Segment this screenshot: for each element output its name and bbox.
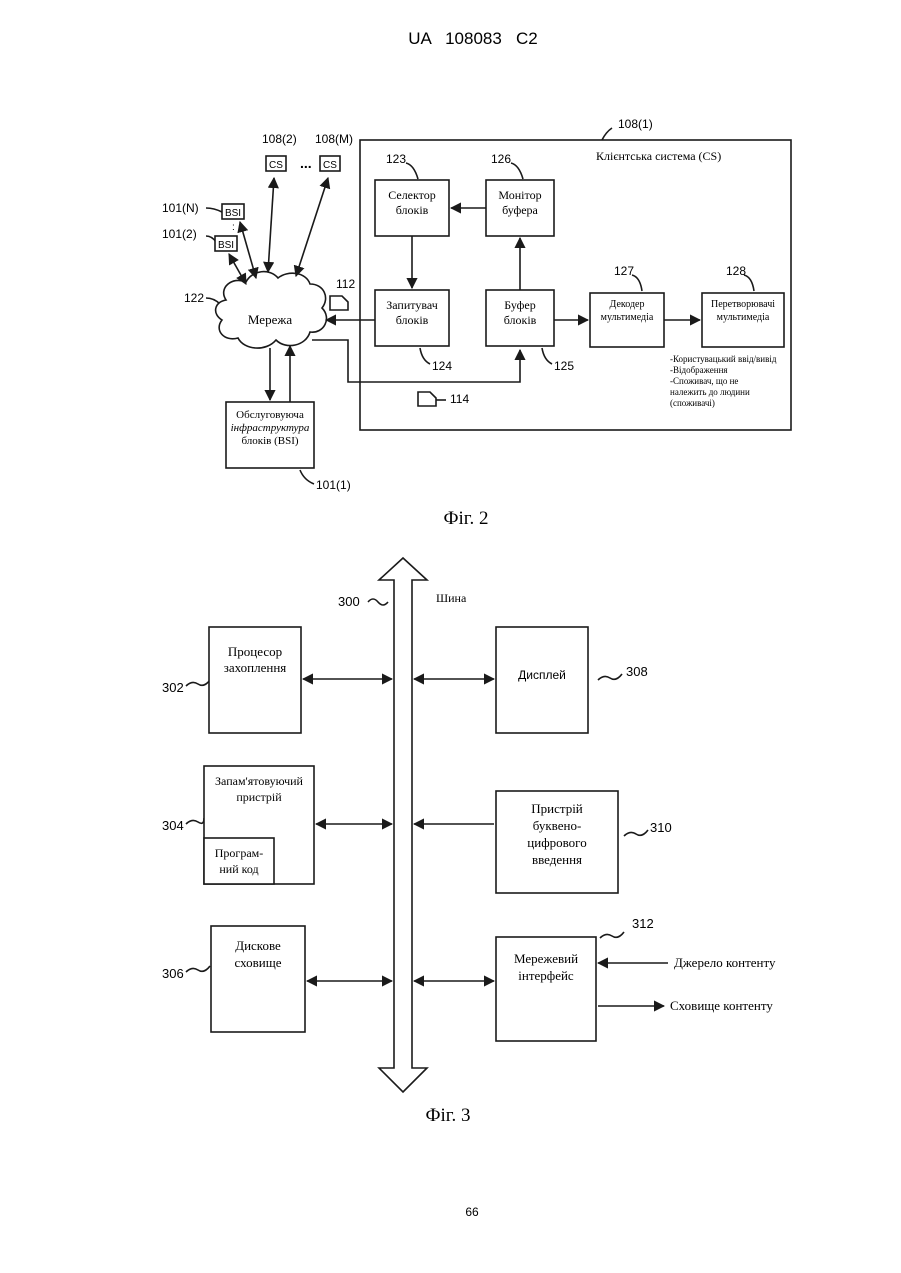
ref-123: 123	[386, 152, 406, 166]
bsi-box-l3: блоків (BSI)	[241, 435, 298, 447]
ref-101-2: 101(2)	[162, 227, 197, 241]
converters-l2: мультимедіа	[717, 312, 770, 323]
code-l2: ний код	[219, 862, 258, 876]
bsi-box-2-label: BSI	[218, 240, 234, 251]
ref-302: 302	[162, 680, 184, 695]
alnum-l2: буквено-	[533, 818, 582, 833]
cs-box-m-label: CS	[323, 160, 337, 171]
memory-l1: Запам'ятовуючий	[215, 774, 304, 788]
ref-124: 124	[432, 359, 452, 373]
display-label: Дисплей	[518, 668, 566, 682]
ref-126: 126	[491, 152, 511, 166]
note-2: -Відображення	[670, 365, 728, 375]
ref-127: 127	[614, 264, 634, 278]
monitor-l2: буфера	[502, 203, 538, 217]
selector-l1: Селектор	[388, 188, 436, 202]
memory-l2: пристрій	[236, 790, 282, 804]
cs-box-2-label: CS	[269, 160, 283, 171]
ref-308: 308	[626, 664, 648, 679]
ref-101-1: 101(1)	[316, 478, 351, 492]
bsi-box-l2: інфраструктура	[231, 422, 310, 434]
note-1: -Користувацький ввід/вивід	[670, 354, 777, 364]
note-3: -Споживач, що не	[670, 376, 738, 386]
page-number: 66	[465, 1205, 479, 1219]
figure-2-caption: Фіг. 2	[444, 508, 489, 529]
ref-125: 125	[554, 359, 574, 373]
program-code-box	[204, 838, 274, 884]
ref-122: 122	[184, 291, 204, 305]
requester-l1: Запитувач	[386, 298, 438, 312]
ref-128: 128	[726, 264, 746, 278]
ref-310: 310	[650, 820, 672, 835]
patent-code: UA 108083 C2	[408, 29, 537, 48]
ref-112: 112	[336, 277, 355, 291]
ref-114: 114	[450, 392, 469, 406]
converters-l1: Перетворювачі	[711, 299, 775, 310]
note-5: (споживачі)	[670, 398, 715, 408]
buffer-l1: Буфер	[504, 298, 535, 312]
selector-l2: блоків	[396, 203, 429, 217]
netif-l1: Мережевий	[514, 951, 578, 966]
bsi-vertical-dots: :	[232, 222, 235, 233]
cs-ellipsis: ...	[300, 155, 312, 171]
disk-l1: Дискове	[235, 938, 281, 953]
netif-l2: інтерфейс	[518, 968, 574, 983]
document-icon-112	[330, 296, 348, 310]
bus-arrow	[379, 558, 427, 1092]
figure-3: 300 Шина 302 Процесор захоплення Дисплей…	[162, 558, 776, 1126]
ref-108-m: 108(M)	[315, 132, 353, 146]
ref-306: 306	[162, 966, 184, 981]
network-label: Мережа	[248, 312, 292, 327]
bsi-box-n-label: BSI	[225, 208, 241, 219]
content-storage-label: Сховище контенту	[670, 998, 773, 1013]
ref-300: 300	[338, 594, 360, 609]
alnum-l1: Пристрій	[531, 801, 583, 816]
buffer-l2: блоків	[504, 313, 537, 327]
decoder-l2: мультимедіа	[601, 312, 654, 323]
bus-label: Шина	[436, 591, 467, 605]
disk-l2: сховище	[235, 955, 282, 970]
client-system-label: Клієнтська система (CS)	[596, 149, 721, 163]
alnum-l3: цифрового	[527, 835, 586, 850]
ref-108-2: 108(2)	[262, 132, 297, 146]
ref-312: 312	[632, 916, 654, 931]
network-cloud	[216, 272, 327, 348]
figure-2: 108(1) Клієнтська система (CS) 108(2) CS…	[162, 117, 791, 529]
capture-processor-box	[209, 627, 301, 733]
monitor-l1: Монітор	[498, 188, 541, 202]
bsi-box-l1: Обслуговуюча	[236, 409, 304, 421]
decoder-l1: Декодер	[610, 299, 645, 310]
ref-108-1: 108(1)	[618, 117, 653, 131]
content-source-label: Джерело контенту	[674, 955, 776, 970]
ref-101-n: 101(N)	[162, 201, 199, 215]
figure-3-caption: Фіг. 3	[426, 1105, 471, 1126]
note-4: належить до людини	[670, 387, 750, 397]
requester-l2: блоків	[396, 313, 429, 327]
code-l1: Програм-	[215, 846, 264, 860]
cpu-l2: захоплення	[224, 660, 287, 675]
cpu-l1: Процесор	[228, 644, 282, 659]
alnum-l4: введення	[532, 852, 582, 867]
ref-304: 304	[162, 818, 184, 833]
